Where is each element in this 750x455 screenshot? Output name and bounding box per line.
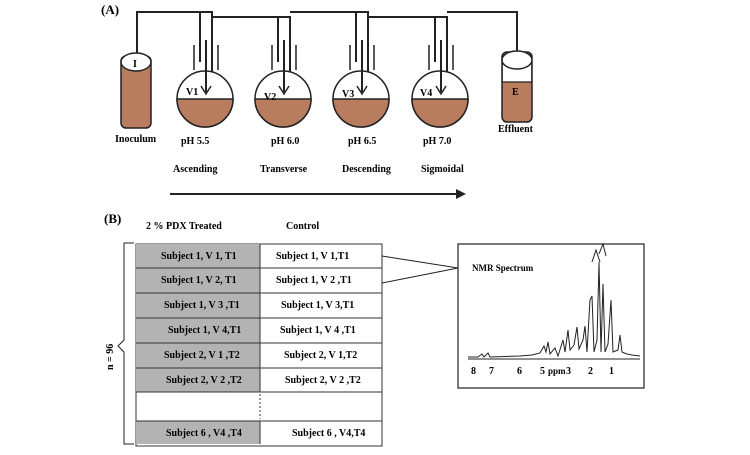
- ph-label-v3: pH 6.5: [348, 136, 376, 147]
- vessel-v3: V3: [332, 40, 390, 128]
- n-label: n = 96: [105, 344, 116, 370]
- row-5-control: Subject 2, V 1,T2: [284, 350, 357, 361]
- vessel-v4: V4: [411, 40, 469, 128]
- nmr-tick-5: 5: [540, 366, 545, 377]
- last-row-treated: Subject 6 , V4 ,T4: [166, 428, 242, 439]
- vessel-v2-label: V2: [264, 92, 276, 103]
- panel-a-label: (A): [101, 2, 119, 17]
- vessel-v1-label: V1: [186, 87, 198, 98]
- ph-label-v1: pH 5.5: [181, 136, 209, 147]
- inoculum-caption: Inoculum: [115, 134, 157, 145]
- row-1-treated: Subject 1, V 1, T1: [161, 251, 237, 262]
- row-3-control: Subject 1, V 3,T1: [281, 300, 354, 311]
- nmr-connector: [381, 255, 459, 284]
- region-label-ascending: Ascending: [173, 164, 217, 175]
- region-label-transverse: Transverse: [260, 164, 308, 175]
- region-label-descending: Descending: [342, 164, 391, 175]
- panel-b-label: (B): [104, 211, 121, 226]
- tubing: [136, 11, 518, 85]
- treated-cell-last: [136, 421, 260, 444]
- row-3-treated: Subject 1, V 3 ,T1: [164, 300, 240, 311]
- samples-table: [135, 243, 383, 447]
- row-6-treated: Subject 2, V 2 ,T2: [166, 375, 242, 386]
- last-row-control: Subject 6 , V4,T4: [292, 428, 365, 439]
- effluent-vessel: E: [501, 50, 533, 123]
- region-label-sigmoidal: Sigmoidal: [421, 164, 464, 175]
- effluent-letter: E: [512, 87, 519, 98]
- nmr-tick-8: 8: [471, 366, 476, 377]
- header-control: Control: [286, 221, 319, 232]
- vessel-v2: V2: [254, 40, 312, 128]
- nmr-spectrum-panel: [457, 242, 645, 389]
- row-2-control: Subject 1, V 2 ,T1: [276, 275, 352, 286]
- nmr-tick-1: 1: [609, 366, 614, 377]
- nmr-tick-3: 3: [566, 366, 571, 377]
- row-1-control: Subject 1, V 1,T1: [276, 251, 349, 262]
- row-5-treated: Subject 2, V 1 ,T2: [164, 350, 240, 361]
- inoculum-vessel: I: [120, 52, 152, 129]
- row-6-control: Subject 2, V 2 ,T2: [285, 375, 361, 386]
- row-2-treated: Subject 1, V 2, T1: [161, 275, 237, 286]
- row-4-control: Subject 1, V 4 ,T1: [280, 325, 356, 336]
- header-treated: 2 % PDX Treated: [146, 221, 222, 232]
- ph-label-v4: pH 7.0: [423, 136, 451, 147]
- vessel-v3-label: V3: [342, 89, 354, 100]
- nmr-tick-6: 6: [517, 366, 522, 377]
- vessel-v4-label: V4: [420, 88, 432, 99]
- nmr-trace: [468, 261, 641, 358]
- row-4-treated: Subject 1, V 4,T1: [168, 325, 241, 336]
- effluent-caption: Effluent: [498, 124, 534, 135]
- nmr-axis-label: ppm: [548, 366, 566, 376]
- nmr-title: NMR Spectrum: [472, 263, 534, 273]
- ph-label-v2: pH 6.0: [271, 136, 299, 147]
- inoculum-letter: I: [133, 59, 137, 70]
- vessel-v1: V1: [176, 40, 234, 128]
- nmr-tick-7: 7: [489, 366, 494, 377]
- nmr-tick-2: 2: [588, 366, 593, 377]
- flow-arrow: [170, 189, 466, 199]
- n-brace: [117, 242, 134, 445]
